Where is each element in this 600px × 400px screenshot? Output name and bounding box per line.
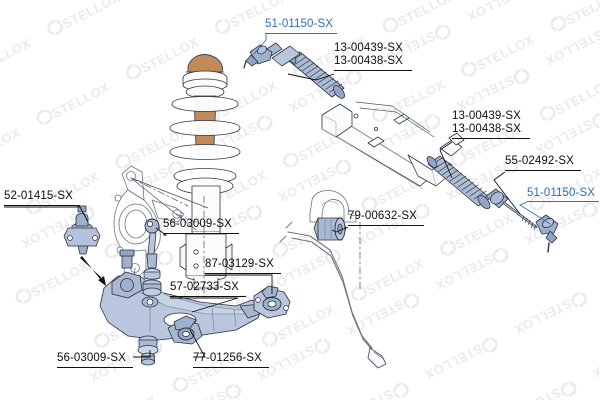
label-underline: [265, 33, 337, 34]
lower-ball-joint: [63, 205, 101, 255]
label-underline: [163, 233, 239, 234]
label-13-00439-sx-upper[interactable]: 13-00439-SX: [334, 42, 403, 54]
label-56-03009-sx-upper[interactable]: 56-03009-SX: [163, 218, 232, 230]
label-underline: [505, 170, 581, 171]
label-13-00439-sx-lower[interactable]: 13-00439-SX: [452, 110, 521, 122]
leader-ball-joint: [4, 206, 89, 223]
steering-rack-assembly: [243, 42, 559, 253]
leader-tie-rod-end-left: [253, 34, 267, 55]
leader-inner-tie-rod: [493, 171, 521, 215]
label-51-01150-sx-upper[interactable]: 51-01150-SX: [265, 18, 334, 30]
label-underline: [452, 138, 530, 139]
stabilizer-bushing-assembly: [309, 190, 357, 241]
label-87-03129-sx[interactable]: 87-03129-SX: [205, 258, 274, 270]
leader-rear-bush: [205, 274, 273, 294]
control-arm-front-bush: [167, 315, 203, 345]
label-79-00632-sx[interactable]: 79-00632-SX: [348, 210, 417, 222]
leader-front-bush: [189, 329, 206, 358]
label-underline: [170, 296, 246, 297]
leader-stab-link-upper: [155, 227, 168, 236]
outer-tie-rod-end-left: [243, 44, 273, 69]
inner-tie-rod-axial-joint: [485, 188, 538, 231]
label-underline: [193, 367, 269, 368]
leader-tie-rod-end-right: [519, 201, 551, 225]
label-13-00438-sx-lower[interactable]: 13-00438-SX: [452, 123, 521, 135]
leader-bellow-upper: [287, 73, 335, 81]
leader-bellow-lower: [439, 141, 453, 179]
leader-stab-bushing: [331, 226, 349, 233]
label-57-02733-sx[interactable]: 57-02733-SX: [170, 281, 239, 293]
label-56-03009-sx-lower[interactable]: 56-03009-SX: [57, 352, 126, 364]
steering-knuckle: [113, 165, 185, 279]
stabilizer-bar: [279, 221, 387, 369]
label-52-01415-sx[interactable]: 52-01415-SX: [4, 190, 73, 202]
stabilizer-link: [137, 218, 162, 366]
label-underline: [527, 201, 599, 202]
label-13-00438-sx-upper[interactable]: 13-00438-SX: [334, 55, 403, 67]
control-arm-rear-bush: [253, 285, 291, 319]
label-underline: [57, 367, 133, 368]
leader-stab-link-lower: [133, 350, 151, 358]
label-51-01150-sx-lower[interactable]: 51-01150-SX: [527, 187, 596, 199]
label-77-01256-sx[interactable]: 77-01256-SX: [193, 352, 262, 364]
label-underline: [334, 70, 412, 71]
leader-control-arm: [170, 297, 239, 313]
label-underline: [205, 273, 281, 274]
label-underline: [348, 225, 424, 226]
label-underline: [4, 205, 80, 206]
label-55-02492-sx[interactable]: 55-02492-SX: [505, 155, 574, 167]
assembly-arrow: [80, 256, 106, 286]
